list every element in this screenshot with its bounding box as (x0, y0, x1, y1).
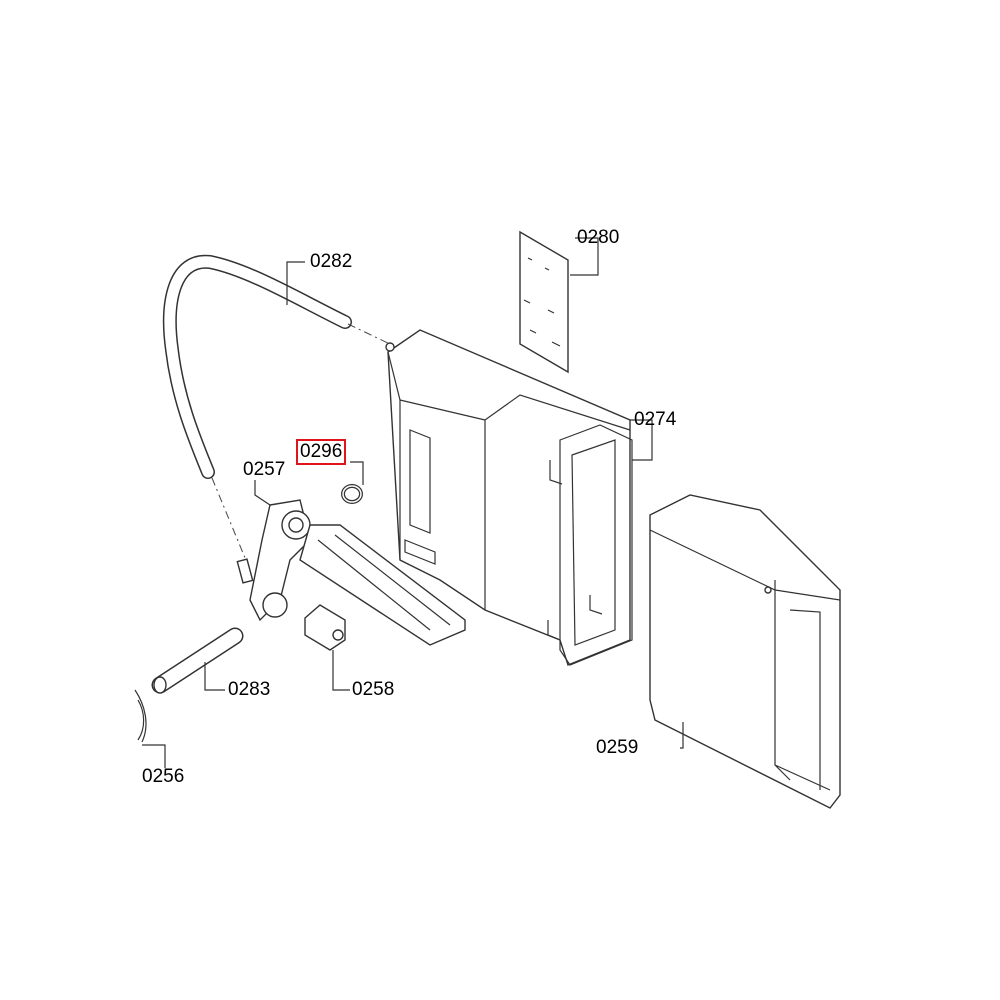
leader-lines (142, 237, 684, 768)
label-0280[interactable]: 0280 (577, 227, 620, 248)
label-0296-highlighted[interactable]: 0296 (296, 439, 347, 465)
label-0256[interactable]: 0256 (142, 766, 185, 787)
label-0258[interactable]: 0258 (352, 679, 395, 700)
part-sensor-0258[interactable] (304, 604, 346, 651)
part-gasket-0280[interactable] (519, 230, 569, 374)
part-hose-0282[interactable] (162, 254, 352, 479)
part-oring-0296[interactable] (341, 484, 363, 504)
part-valve-0257[interactable] (236, 499, 466, 646)
label-0283[interactable]: 0283 (228, 679, 271, 700)
part-cover-0259[interactable] (649, 494, 841, 809)
part-tank-0274[interactable] (385, 329, 633, 666)
label-0257[interactable]: 0257 (243, 459, 286, 480)
label-0259[interactable]: 0259 (596, 737, 639, 758)
part-0256[interactable] (134, 689, 147, 743)
label-0274[interactable]: 0274 (634, 409, 677, 430)
part-tube-0283[interactable] (151, 627, 244, 694)
label-0282[interactable]: 0282 (310, 251, 353, 272)
